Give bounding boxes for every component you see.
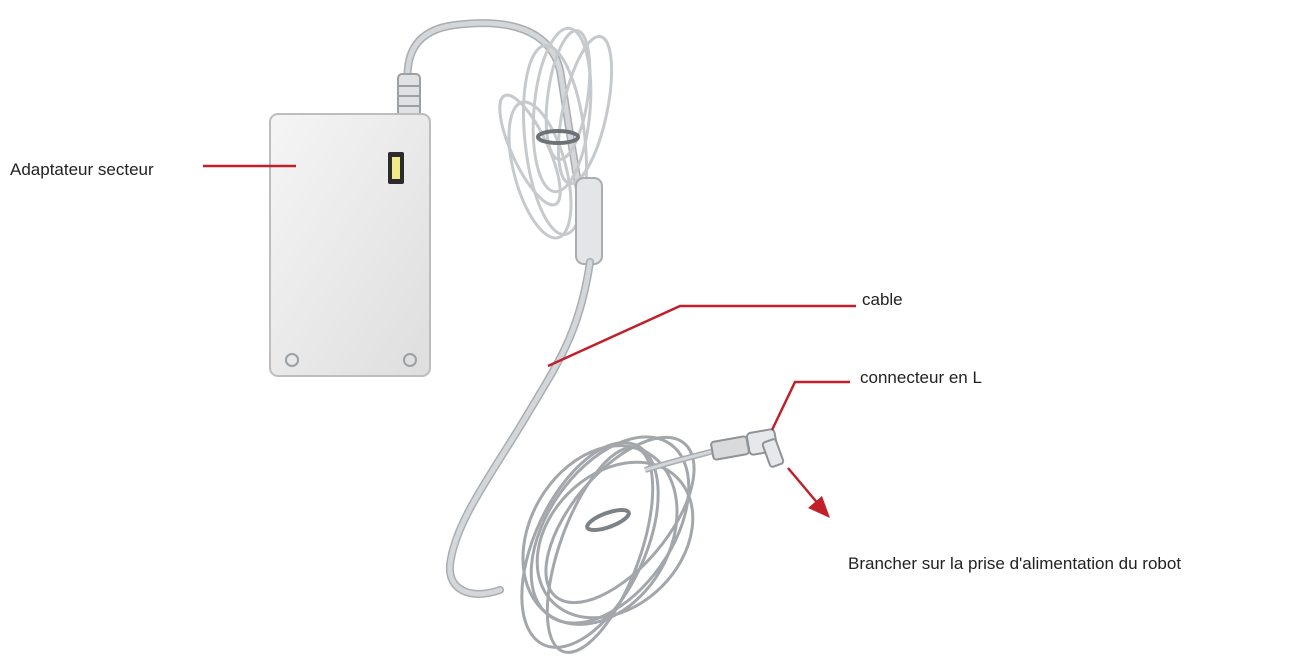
leader-cable [547, 304, 856, 368]
label-cable: cable [862, 290, 903, 309]
label-plug-instruction: Brancher sur la prise d'alimentation du … [848, 554, 1182, 573]
coil-tie [536, 129, 580, 145]
main-cable [445, 258, 594, 598]
adapter-body [269, 73, 431, 377]
lower-cable-coil [520, 435, 696, 654]
leader-lines [203, 164, 856, 431]
lower-coil-tie [585, 508, 631, 532]
leader-connector [770, 380, 850, 431]
ferrite-bead [575, 177, 603, 265]
upper-cable-coil [498, 26, 614, 240]
l-connector [710, 428, 785, 468]
plug-direction-arrow [787, 467, 830, 518]
label-connector: connecteur en L [860, 368, 982, 387]
label-adapter: Adaptateur secteur [10, 160, 154, 179]
